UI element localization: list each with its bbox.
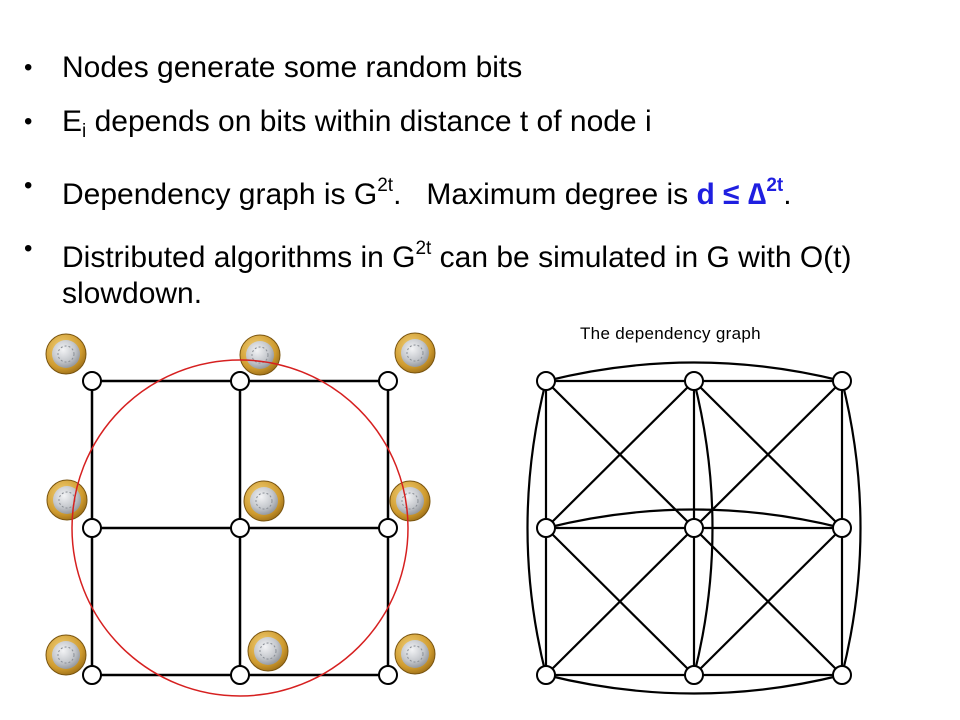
bullet-item: • Distributed algorithms in G2t can be s… <box>22 231 942 312</box>
bullet-text: Nodes generate some random bits <box>62 51 523 84</box>
euro-coin-icon <box>394 332 436 374</box>
graph-node <box>536 518 556 538</box>
dependency-nodes <box>536 371 852 685</box>
dependency-edge <box>693 380 843 529</box>
bullet-text-pre: Distributed algorithms in G <box>62 241 416 274</box>
dependency-edge <box>545 361 843 383</box>
graph-node <box>684 371 704 391</box>
dependency-edge <box>692 380 714 676</box>
coins <box>45 332 436 676</box>
euro-coin-icon <box>247 630 289 672</box>
graph-node <box>82 518 102 538</box>
graph-node <box>378 665 398 685</box>
degree-superscript: 2t <box>766 175 784 196</box>
dependency-edge <box>545 380 695 529</box>
graph-node <box>536 371 556 391</box>
euro-coin-icon <box>394 633 436 675</box>
bullet-text-post: depends on bits within distance t of nod… <box>86 105 652 138</box>
dependency-edge <box>545 508 843 530</box>
graph-node <box>536 665 556 685</box>
bullet-dot-icon: • <box>24 235 33 262</box>
bullet-text-mid: . Maximum degree is <box>393 178 697 211</box>
graph-node <box>684 518 704 538</box>
bullet-list: • Nodes generate some random bits • Ei d… <box>22 50 942 330</box>
euro-coin-icon <box>46 479 88 521</box>
bullet-item: • Dependency graph is G2t. Maximum degre… <box>22 168 942 213</box>
bullet-dot-icon: • <box>24 172 33 199</box>
euro-coin-icon <box>45 634 87 676</box>
euro-coin-icon <box>243 480 285 522</box>
graph-node <box>230 371 250 391</box>
dependency-graph-caption: The dependency graph <box>580 324 761 343</box>
graph-node <box>82 371 102 391</box>
euro-coin-icon <box>239 334 281 376</box>
dependency-edge <box>545 673 843 695</box>
dependency-edge <box>840 380 862 676</box>
graph-node <box>832 518 852 538</box>
bullet-text-post: . <box>783 178 792 211</box>
grid-nodes <box>82 371 398 685</box>
delta-symbol: ∆ <box>747 178 767 211</box>
superscript: 2t <box>415 238 432 259</box>
degree-bound-text: d ≤ <box>696 178 748 211</box>
bullet-dot-icon: • <box>24 108 33 135</box>
distance-radius-circle <box>71 359 409 697</box>
graph-node <box>832 371 852 391</box>
bullet-text-pre: Dependency graph is G <box>62 178 378 211</box>
graph-node <box>832 665 852 685</box>
bullet-text-post: can be simulated in G with O(t) slowdown… <box>62 241 852 310</box>
superscript: 2t <box>377 175 394 196</box>
subscript: i <box>82 121 87 142</box>
graph-node <box>684 665 704 685</box>
graph-node <box>230 665 250 685</box>
degree-bound: d ≤ ∆2t <box>696 175 784 211</box>
euro-coin-icon <box>45 333 87 375</box>
dependency-edge <box>693 527 843 676</box>
bullet-text-pre: E <box>62 105 83 138</box>
graph-node <box>82 665 102 685</box>
bullet-dot-icon: • <box>24 54 33 81</box>
bullet-item: • Nodes generate some random bits <box>22 50 942 86</box>
graph-node <box>378 518 398 538</box>
bullet-item: • Ei depends on bits within distance t o… <box>22 104 942 150</box>
dependency-edge <box>526 380 548 676</box>
graph-node <box>230 518 250 538</box>
dependency-edge <box>545 527 695 676</box>
graph-node <box>378 371 398 391</box>
euro-coin-icon <box>389 480 431 522</box>
